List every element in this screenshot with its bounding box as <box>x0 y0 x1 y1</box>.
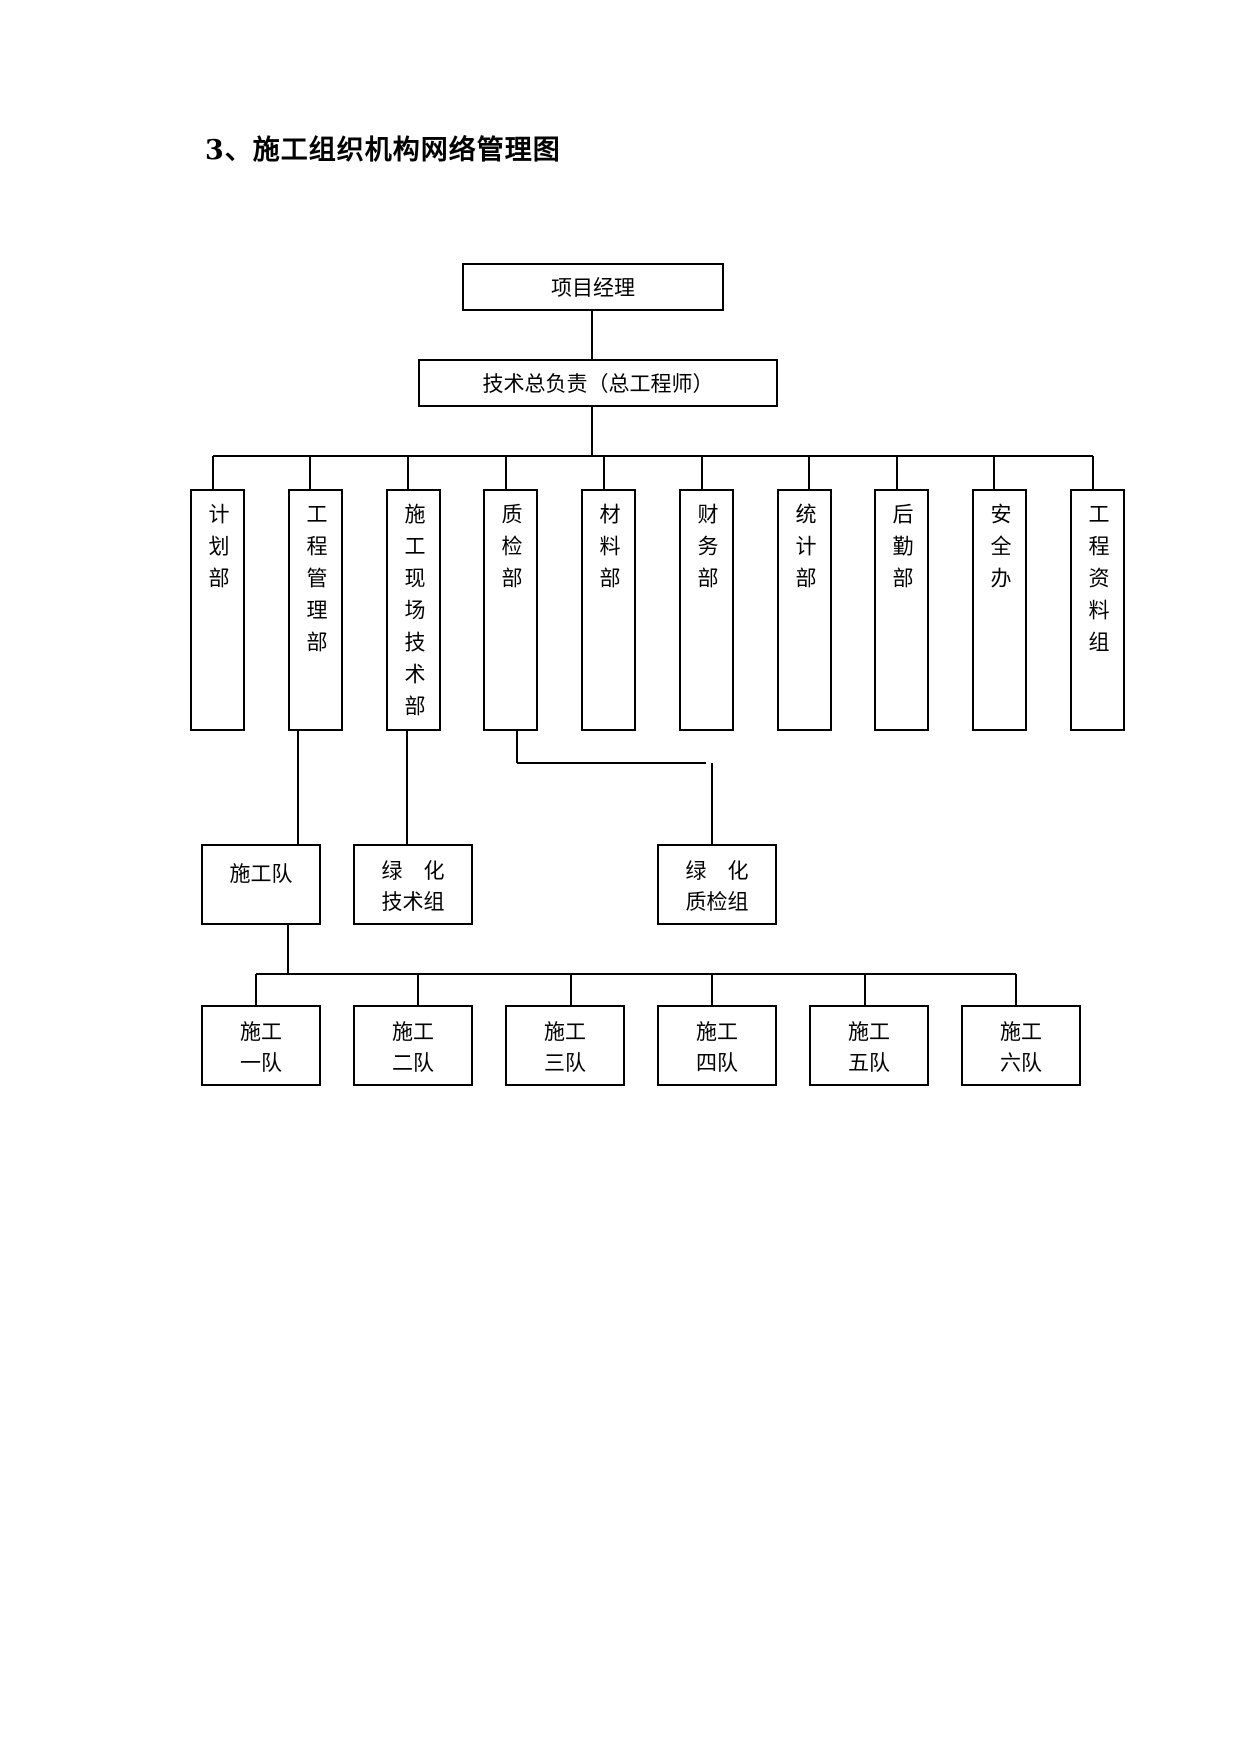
greening-qc-box: 绿 化 质检组 <box>657 844 777 925</box>
department-label: 材料部 <box>597 503 621 599</box>
team-label-line1: 施工 <box>848 1020 890 1044</box>
department-label: 安全办 <box>988 503 1012 599</box>
department-box-planning: 计划部 <box>190 489 245 731</box>
department-box-safety-office: 安全办 <box>972 489 1027 731</box>
team-box-5: 施工 五队 <box>809 1005 929 1086</box>
greening-tech-label-line2: 技术组 <box>381 890 445 914</box>
team-box-4: 施工 四队 <box>657 1005 777 1086</box>
chief-engineer-box: 技术总负责（总工程师） <box>418 359 778 407</box>
project-manager-box: 项目经理 <box>462 263 724 311</box>
greening-qc-label-line1: 绿 化 <box>685 859 749 883</box>
department-label: 后勤部 <box>890 503 914 599</box>
team-box-3: 施工 三队 <box>505 1005 625 1086</box>
team-label-line1: 施工 <box>696 1020 738 1044</box>
greening-tech-label-line1: 绿 化 <box>381 859 445 883</box>
team-label-line1: 施工 <box>392 1020 434 1044</box>
project-manager-label: 项目经理 <box>551 276 635 300</box>
team-box-1: 施工 一队 <box>201 1005 321 1086</box>
department-label: 计划部 <box>206 503 230 599</box>
department-label: 质检部 <box>499 503 523 599</box>
team-box-2: 施工 二队 <box>353 1005 473 1086</box>
construction-team-box: 施工队 <box>201 844 321 925</box>
department-label: 财务部 <box>695 503 719 599</box>
department-box-logistics: 后勤部 <box>874 489 929 731</box>
team-label-line2: 四队 <box>696 1051 738 1075</box>
department-box-finance: 财务部 <box>679 489 734 731</box>
department-box-engineering-records: 工程资料组 <box>1070 489 1125 731</box>
department-box-quality-inspection: 质检部 <box>483 489 538 731</box>
team-label-line2: 六队 <box>1000 1051 1042 1075</box>
department-box-materials: 材料部 <box>581 489 636 731</box>
page-title: 3、施工组织机构网络管理图 <box>205 135 561 166</box>
department-label: 工程资料组 <box>1086 503 1110 663</box>
team-label-line2: 三队 <box>544 1051 586 1075</box>
team-label-line1: 施工 <box>1000 1020 1042 1044</box>
greening-tech-box: 绿 化 技术组 <box>353 844 473 925</box>
team-label-line2: 一队 <box>240 1051 282 1075</box>
greening-qc-label-line2: 质检组 <box>685 890 749 914</box>
team-label-line1: 施工 <box>240 1020 282 1044</box>
department-label: 统计部 <box>793 503 817 599</box>
team-label-line1: 施工 <box>544 1020 586 1044</box>
team-label-line2: 二队 <box>392 1051 434 1075</box>
team-label-line2: 五队 <box>848 1051 890 1075</box>
construction-team-label: 施工队 <box>229 862 293 886</box>
chief-engineer-label: 技术总负责（总工程师） <box>482 372 714 396</box>
department-box-statistics: 统计部 <box>777 489 832 731</box>
department-box-site-technical: 施工现场技术部 <box>386 489 441 731</box>
department-box-engineering-management: 工程管理部 <box>288 489 343 731</box>
team-box-6: 施工 六队 <box>961 1005 1081 1086</box>
department-label: 工程管理部 <box>304 503 328 663</box>
department-label: 施工现场技术部 <box>402 503 426 727</box>
